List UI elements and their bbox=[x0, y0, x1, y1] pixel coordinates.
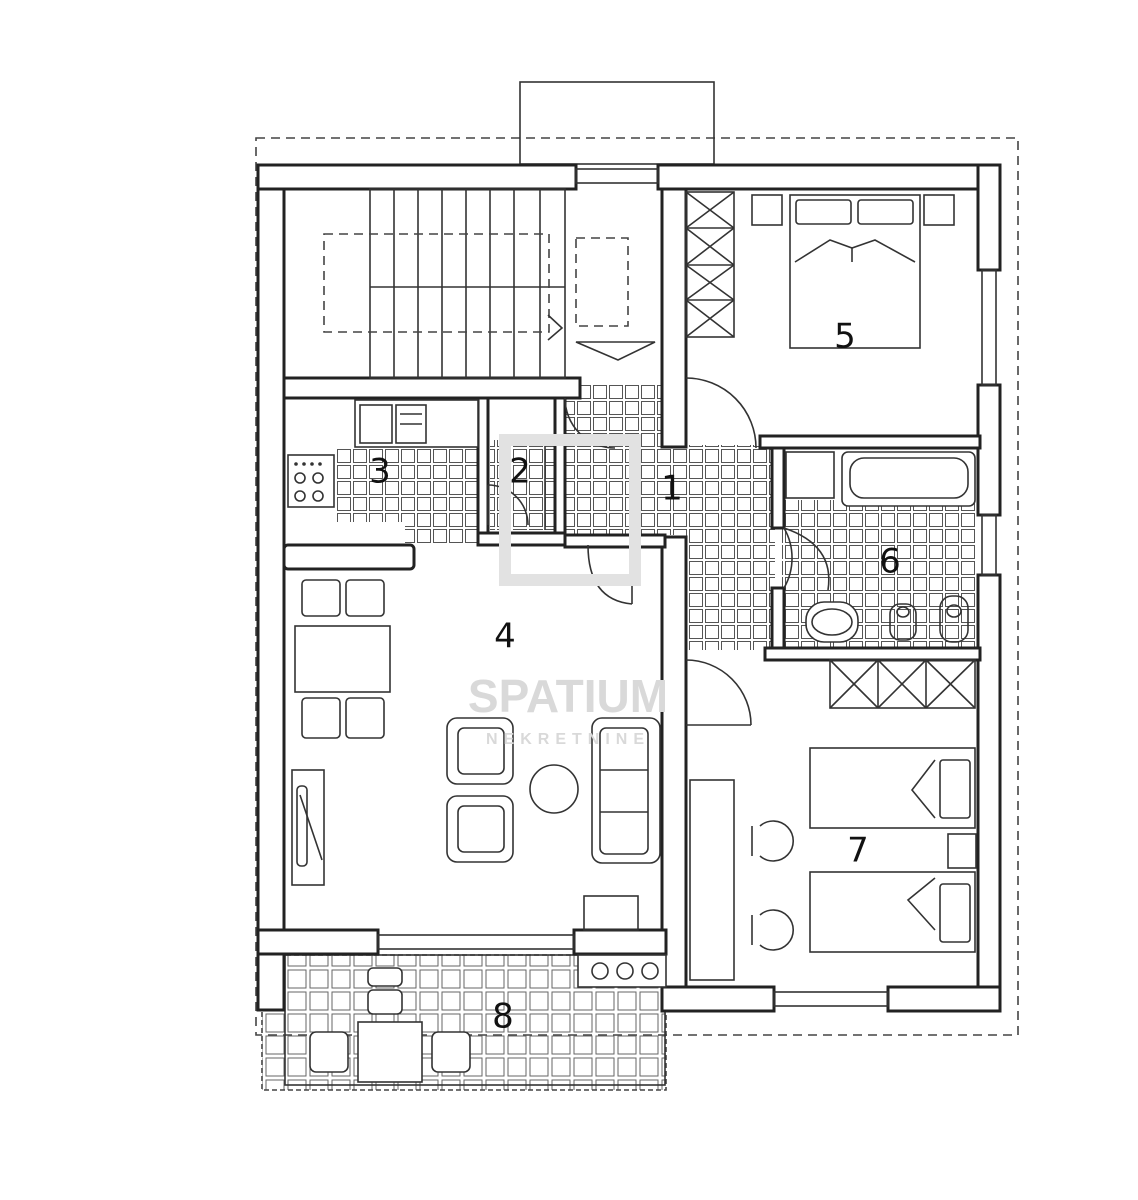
watermark-sub: NEKRETNINE bbox=[486, 731, 650, 748]
room-label-7: 7 bbox=[847, 831, 869, 871]
room-label-8: 8 bbox=[492, 997, 514, 1037]
bedroom-5-furniture bbox=[685, 191, 955, 349]
walls bbox=[256, 163, 1002, 1013]
watermark: SPATIUM NEKRETNINE bbox=[468, 434, 668, 748]
bedroom-7-furniture bbox=[689, 659, 977, 981]
room-label-3: 3 bbox=[369, 452, 391, 492]
tiled-floors bbox=[335, 385, 977, 650]
room-label-4: 4 bbox=[494, 617, 516, 657]
room-label-5: 5 bbox=[834, 317, 856, 357]
living-room-furniture bbox=[291, 579, 661, 931]
room-label-6: 6 bbox=[879, 542, 901, 582]
hallway-doors bbox=[564, 377, 830, 726]
watermark-brand: SPATIUM bbox=[468, 670, 668, 722]
room-label-2: 2 bbox=[509, 452, 531, 492]
kitchen-fixtures bbox=[287, 399, 479, 508]
staircase bbox=[323, 188, 656, 379]
bathroom-fixtures bbox=[785, 451, 976, 643]
room-labels: 1 2 3 4 5 6 7 8 bbox=[369, 317, 901, 1037]
room-label-1: 1 bbox=[661, 469, 683, 509]
terrace-furniture bbox=[309, 954, 667, 1083]
